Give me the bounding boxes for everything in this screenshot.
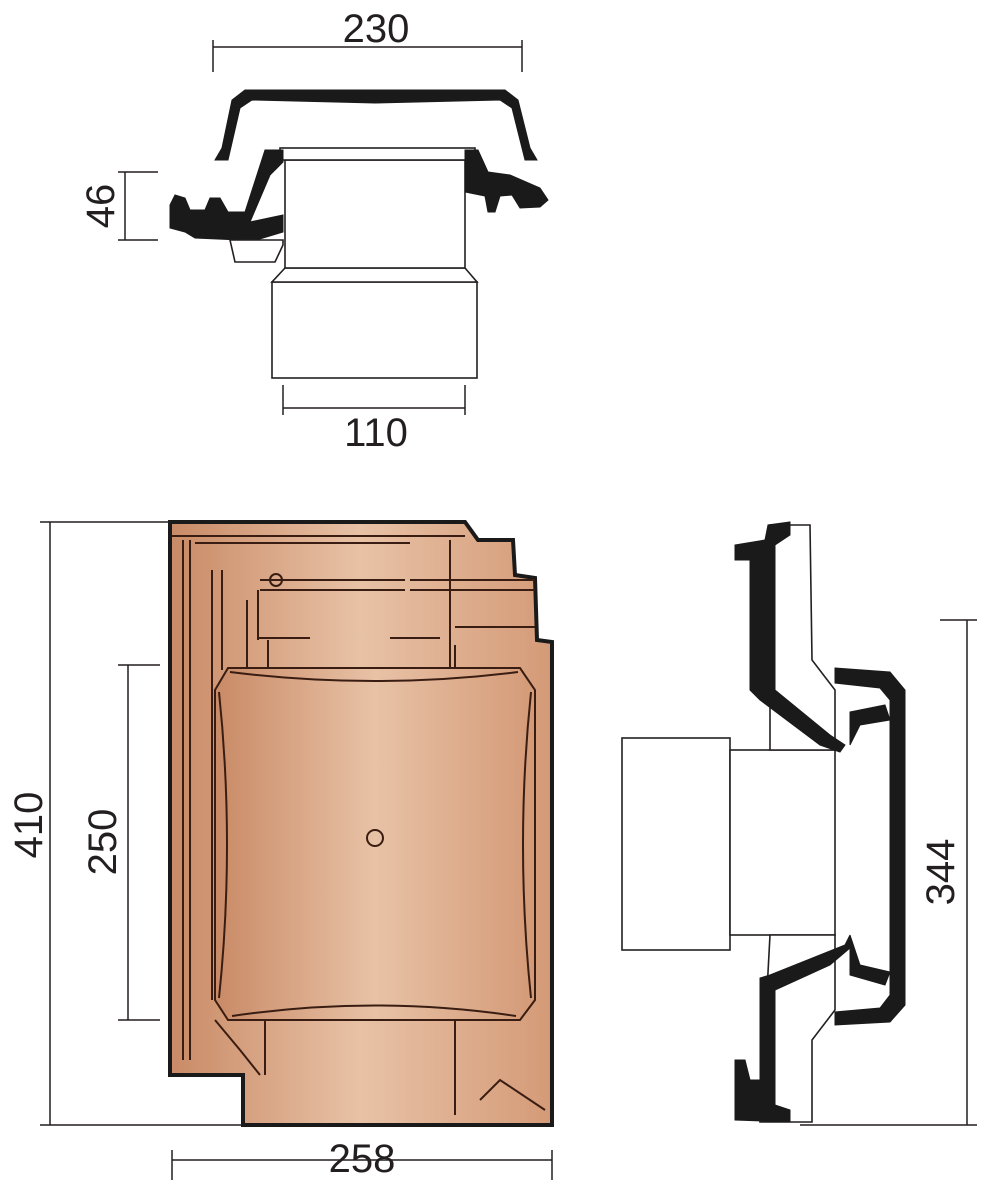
side-section-view [621, 521, 906, 1123]
tile-ribs [172, 535, 546, 1115]
dimension-label: 258 [329, 1137, 396, 1181]
nail-hole [269, 573, 283, 587]
dimension-label: 410 [7, 792, 51, 859]
dimension-258: 258 [171, 1137, 553, 1181]
dimension-label: 344 [919, 839, 963, 906]
tile-profile-side-lower [734, 934, 851, 1123]
cap-side [834, 667, 906, 1026]
dimension-410: 410 [7, 521, 243, 1126]
front-section-view [169, 89, 549, 379]
tile-profile-left [169, 149, 284, 243]
tile-plan-view [168, 520, 554, 1127]
flange-plate [279, 147, 476, 161]
center-hole [366, 829, 384, 847]
flange-side [849, 704, 891, 986]
dimension-label: 250 [81, 809, 125, 876]
tile-drip-left [228, 239, 284, 263]
dimension-label: 46 [79, 184, 123, 229]
dimension-230: 230 [212, 7, 523, 72]
pipe-upper-side [729, 749, 836, 936]
dimension-110: 110 [282, 385, 466, 455]
dimension-46: 46 [79, 171, 158, 241]
dimension-250: 250 [81, 664, 160, 1021]
pipe-transition [270, 267, 479, 283]
dimension-label: 110 [344, 411, 408, 455]
pipe-lower [271, 281, 478, 379]
tile-profile-right [464, 149, 549, 213]
pipe-lower-side [621, 737, 731, 951]
dimension-344: 344 [800, 619, 977, 1126]
cap-hood [214, 89, 538, 161]
pipe-upper [284, 159, 466, 269]
dimension-label: 230 [343, 7, 410, 51]
cover-bevel [218, 671, 532, 1017]
cover-plate [214, 667, 536, 1021]
tile-profile-side [734, 521, 846, 753]
